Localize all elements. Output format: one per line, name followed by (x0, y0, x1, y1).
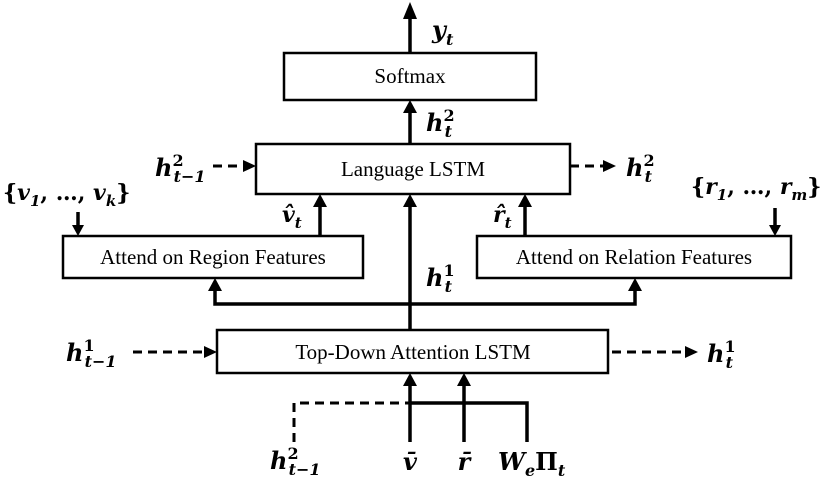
v-hat-t-symbol: v̂t (282, 202, 302, 232)
dashed-connectors (133, 164, 686, 442)
language-arrowhead-right (518, 194, 532, 207)
vbar-arrowhead (403, 373, 417, 386)
relation-set-arrowhead (769, 225, 781, 236)
h1-prev-arrowhead (204, 346, 217, 358)
softmax-label: Softmax (374, 64, 446, 88)
h2-out-arrowhead (603, 160, 616, 172)
attend-relation-box: Attend on Relation Features (475, 234, 793, 280)
r-bar-symbol: r̄ (458, 447, 473, 476)
arrowheads (72, 2, 781, 386)
h2-prev-arrowhead (243, 160, 256, 172)
relation-features-set-symbol: {r1, …, rm} (691, 174, 821, 204)
language-lstm-label: Language LSTM (341, 157, 485, 181)
wpi-input-line (410, 401, 529, 442)
topdown-lstm-label: Top-Down Attention LSTM (295, 340, 531, 364)
h1-out-arrowhead (685, 346, 698, 358)
relation-box-arrowhead (628, 278, 642, 291)
h1-branch-line (213, 288, 637, 306)
language-arrowhead-center (403, 194, 417, 207)
attend-region-label: Attend on Region Features (100, 245, 326, 269)
region-box-arrowhead (208, 278, 222, 291)
output-arrowhead (403, 2, 417, 19)
r-hat-t-symbol: r̂t (493, 202, 512, 232)
topdown-lstm-box: Top-Down Attention LSTM (215, 328, 610, 375)
rbar-arrowhead (457, 373, 471, 386)
word-embedding-symbol: WeΠt (498, 447, 566, 480)
language-arrowhead-left (313, 194, 327, 207)
connectors (76, 18, 777, 442)
attend-region-box: Attend on Region Features (61, 234, 365, 280)
softmax-arrowhead (403, 100, 417, 113)
language-lstm-box: Language LSTM (254, 142, 572, 196)
softmax-box: Softmax (282, 51, 538, 102)
region-set-arrowhead (72, 225, 84, 236)
region-features-set-symbol: {v1, …, vk} (3, 180, 130, 210)
v-bar-symbol: v̄ (403, 447, 418, 476)
y-t-symbol: yt (431, 15, 454, 49)
h2-prev-bottom-line (292, 401, 410, 442)
attend-relation-label: Attend on Relation Features (516, 245, 752, 269)
